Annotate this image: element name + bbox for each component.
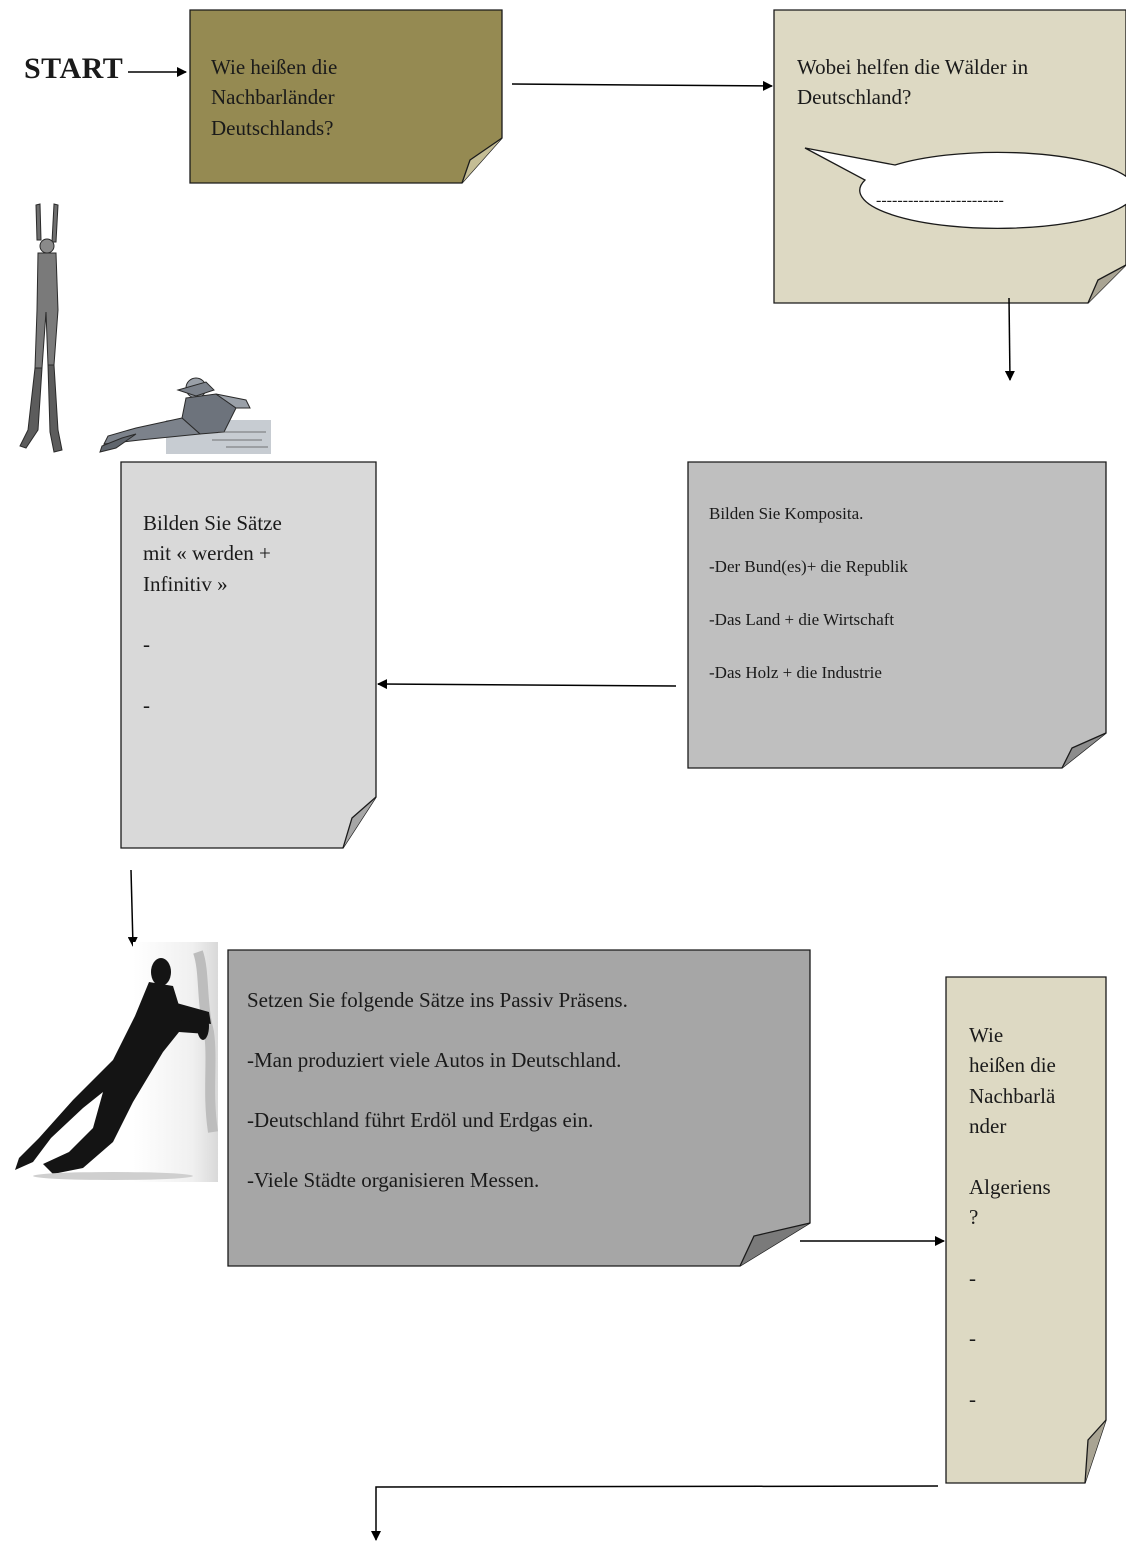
card-line: Setzen Sie folgende Sätze ins Passiv Prä… bbox=[247, 988, 628, 1012]
arrow-card6-down bbox=[371, 1485, 939, 1541]
card-passiv: Setzen Sie folgende Sätze ins Passiv Prä… bbox=[247, 990, 628, 1191]
card-line: heißen die bbox=[969, 1053, 1056, 1078]
card-line: -Deutschland führt Erdöl und Erdgas ein. bbox=[247, 1108, 594, 1132]
card-line: mit « werden + bbox=[143, 541, 271, 566]
card-line: ? bbox=[969, 1205, 979, 1230]
card-line: Deutschland? bbox=[797, 85, 912, 110]
card-line: Nachbarländer bbox=[211, 85, 335, 110]
start-label: START bbox=[24, 52, 124, 85]
card-line: - bbox=[143, 632, 150, 657]
card-nachbarlaender-alg: Wie heißen die Nachbarlä nder Algeriens … bbox=[969, 1020, 1056, 1414]
bubble-placeholder-text: ------------------------ bbox=[876, 192, 1004, 209]
card-line: Nachbarlä bbox=[969, 1083, 1056, 1108]
card-werden-infinitiv: Bilden Sie Sätze mit « werden + Infiniti… bbox=[143, 508, 282, 720]
arrow-card1-to-card2 bbox=[511, 80, 773, 91]
reclining-man-figure bbox=[99, 377, 271, 454]
arrow-card4-down bbox=[127, 869, 138, 947]
card-line: -Der Bund(es)+ die Republik bbox=[709, 557, 908, 576]
card-line: Algeriens bbox=[969, 1174, 1051, 1199]
card-line: - bbox=[969, 1386, 976, 1411]
card-line: Wie bbox=[969, 1023, 1004, 1047]
card-line: -Viele Städte organisieren Messen. bbox=[247, 1168, 540, 1192]
arrow-card3-to-card4 bbox=[377, 679, 677, 690]
card-line: - bbox=[969, 1265, 976, 1290]
hanging-man-figure bbox=[19, 203, 63, 453]
card-line: Bilden Sie Sätze bbox=[143, 511, 282, 535]
card-line: Wie heißen die bbox=[211, 55, 338, 79]
card-komposita: Bilden Sie Komposita. -Der Bund(es)+ die… bbox=[709, 505, 908, 681]
card-line: -Das Land + die Wirtschaft bbox=[709, 610, 895, 629]
card-line: Bilden Sie Komposita. bbox=[709, 504, 864, 523]
card-line: Wobei helfen die Wälder in bbox=[797, 55, 1029, 79]
card-line: - bbox=[143, 692, 150, 717]
card-line: nder bbox=[969, 1114, 1007, 1139]
card-line: Deutschlands? bbox=[211, 115, 334, 140]
card-nachbarlaender-de: Wie heißen die Nachbarländer Deutschland… bbox=[211, 52, 337, 143]
card-line: -Man produziert viele Autos in Deutschla… bbox=[247, 1048, 622, 1072]
card-waelder: Wobei helfen die Wälder in Deutschland? bbox=[797, 52, 1028, 113]
card-line: -Das Holz + die Industrie bbox=[709, 663, 882, 682]
card-line: Infinitiv » bbox=[143, 571, 228, 596]
card-line: - bbox=[969, 1326, 976, 1351]
arrow-card2-down bbox=[1004, 297, 1015, 381]
pushing-man-figure bbox=[15, 942, 218, 1182]
speech-bubble bbox=[804, 147, 1126, 230]
